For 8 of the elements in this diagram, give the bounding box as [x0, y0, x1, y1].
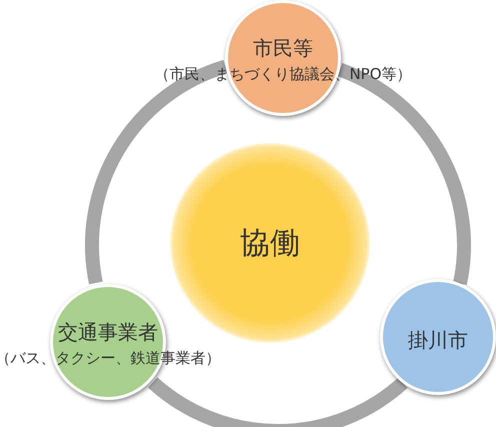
node-title: 掛川市 [408, 327, 468, 354]
ring-arc [148, 377, 408, 427]
node-title: 市民等 [253, 35, 313, 62]
ring-arc [337, 63, 471, 285]
node-subtitle: （バス、タクシー、鉄道事業者） [0, 349, 220, 368]
node-title: 交通事業者 [58, 319, 158, 346]
ring-arc [85, 60, 228, 284]
center-label: 協働 [240, 225, 300, 263]
